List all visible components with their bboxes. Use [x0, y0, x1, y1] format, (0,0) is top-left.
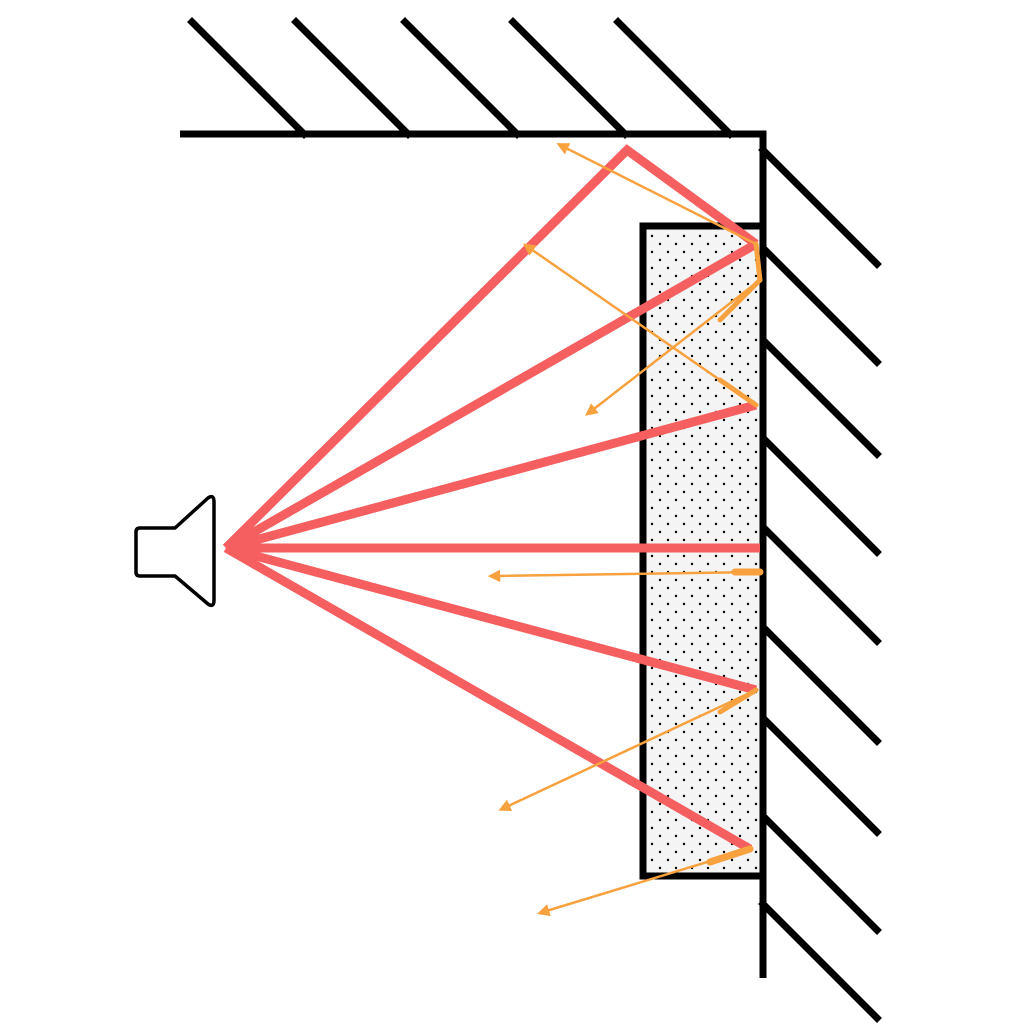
reflected-ray-3: [585, 278, 762, 416]
incident-ray-ceiling: [222, 144, 759, 552]
reflected-ray-2: [522, 243, 758, 407]
reflected-ray-6: [537, 847, 752, 917]
incident-rays: [222, 144, 760, 853]
wall-hatching: [758, 145, 882, 1023]
reflected-ray-4: [487, 569, 762, 583]
incident-ray-6: [223, 544, 753, 853]
reflected-ray-5: [498, 688, 758, 812]
incident-ray-2: [223, 240, 759, 552]
incident-ray-5: [224, 543, 758, 695]
incident-ray-3: [224, 400, 758, 553]
ceiling-hatching: [187, 17, 735, 139]
reflected-ray-1: [556, 143, 758, 246]
loudspeaker-icon: [134, 494, 216, 608]
reflected-rays: [487, 143, 764, 917]
